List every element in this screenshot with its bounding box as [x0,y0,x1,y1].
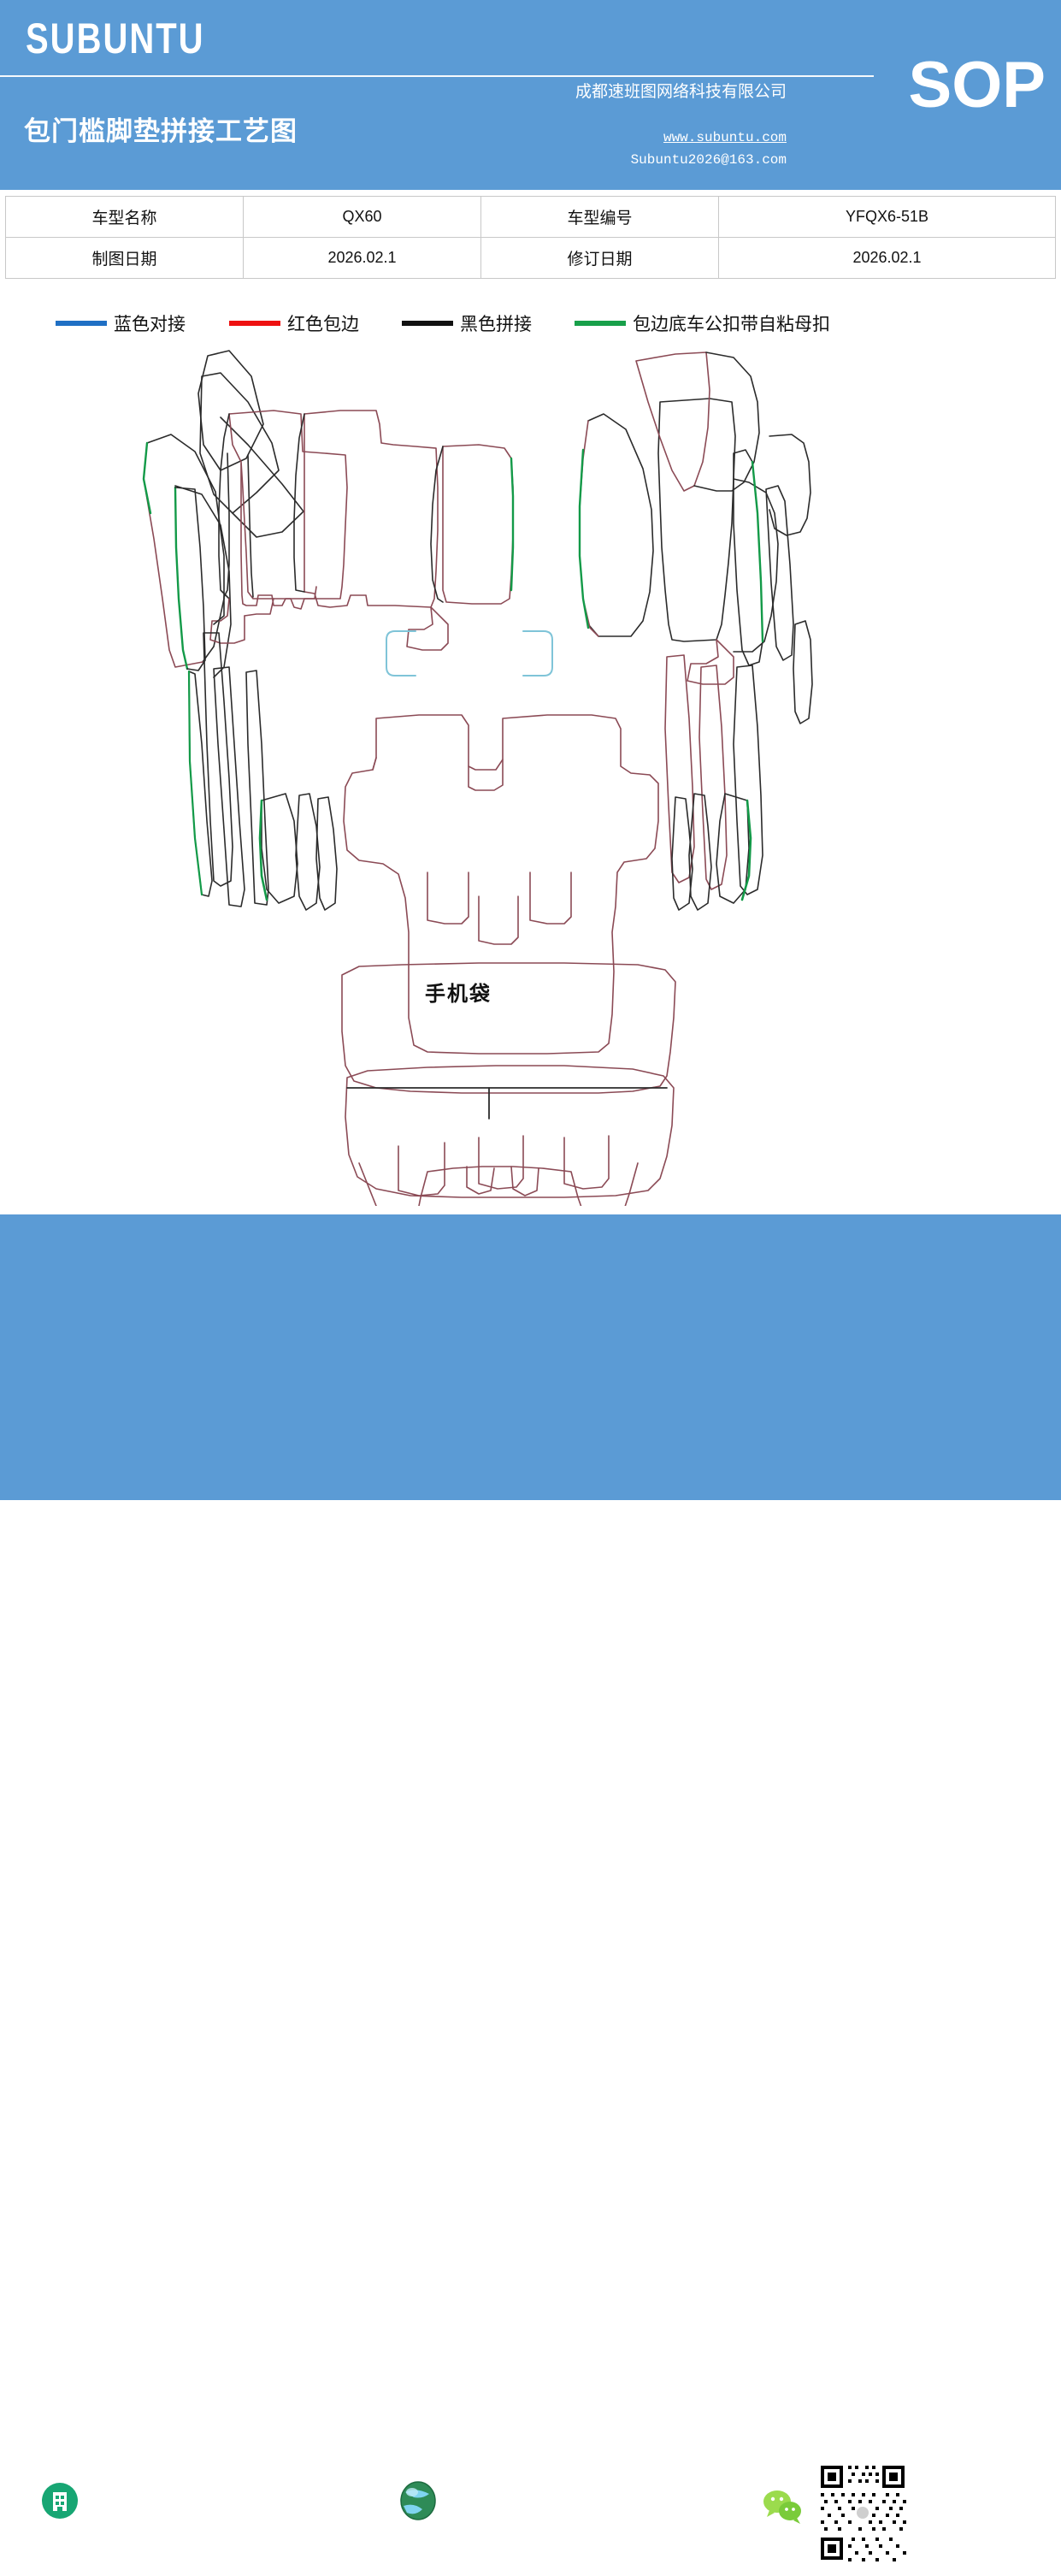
table-row: 制图日期 2026.02.1 修订日期 2026.02.1 [5,237,1056,279]
piece-left-narrow-strip [174,486,206,671]
piece-left-vertical-filler-2 [213,666,245,907]
seam-third-row-divider [346,1087,668,1120]
piece-left-vertical-filler-1 [187,670,213,897]
piece-right-front-floor-mat [657,398,736,685]
piece-right-sill-outer [733,449,764,666]
wechat-icon [763,2490,801,2524]
piece-upper-left-angled-a [197,350,264,471]
label-revision-date: 修订日期 [480,237,719,279]
page-footer: 成都速班图网络科技有限公司 www.subuntu.com [0,1214,1061,2576]
legend-item-blue: 蓝色对接 [56,306,186,340]
piece-phone-pocket-right-bracket [522,630,553,676]
page-header: SUBUNTU 包门槛脚垫拼接工艺图 成都速班图网络科技有限公司 www.sub… [0,0,1061,190]
legend-label-green: 包边底车公扣带自粘母扣 [633,314,830,334]
piece-right-narrow-hook-panel [769,434,811,536]
legend-swatch-green [575,321,626,326]
vehicle-info-table: 车型名称 QX60 车型编号 YFQX6-51B 制图日期 2026.02.1 … [5,196,1056,279]
piece-right-sill-inner [765,485,794,661]
piece-lower-right-angled-green [716,793,752,904]
piece-left-vertical-filler-3 [245,670,269,906]
footer-website-link[interactable]: www.subuntu.com [443,2497,590,2516]
legend-item-red: 红色包边 [229,306,359,340]
piece-left-mat-body [213,452,254,625]
table-row: 车型名称 QX60 车型编号 YFQX6-51B [5,196,1056,238]
label-model-code: 车型编号 [480,196,719,238]
piece-upper-left-angled-c [220,417,304,538]
piece-left-front-floor-mat [209,410,348,644]
piece-right-sill-far [793,620,813,724]
legend-item-green: 包边底车公扣带自粘母扣 [575,306,830,340]
value-revision-date: 2026.02.1 [718,237,1056,279]
header-website-link[interactable]: www.subuntu.com [663,130,787,145]
header-company-name: 成都速班图网络科技有限公司 [575,83,787,101]
legend-item-black: 黑色拼接 [402,306,532,340]
qr-code [812,2452,913,2576]
legend-swatch-black [402,321,453,326]
piece-phone-pocket-left-bracket [386,630,416,676]
piece-lower-left-angled-3 [315,796,338,911]
piece-left-center-panel [240,463,317,610]
piece-third-row-mat [341,962,676,1094]
piece-lower-left-angled-green [258,793,298,904]
piece-upper-left-angled-b [199,372,280,514]
legend-label-blue: 蓝色对接 [114,314,186,334]
brand-logo: SUBUNTU [26,15,205,62]
legend-swatch-red [229,321,280,326]
legend-label-black: 黑色拼接 [460,314,532,334]
mat-pattern-drawing: 手机袋 [0,342,1061,1244]
piece-right-mid-panel [733,478,779,653]
piece-left-outer-side-panel [430,444,515,605]
piece-right-lower-sill-2 [698,665,728,890]
value-model-name: QX60 [243,196,481,238]
piece-lower-left-angled-2 [295,793,321,911]
piece-cargo-tail [358,1162,639,1244]
footer-company-name: 成都速班图网络科技有限公司 [77,2499,333,2520]
piece-cargo-mat [345,1065,675,1198]
header-email: Subuntu2026@163.com [630,152,787,168]
piece-right-top-wedge [635,352,760,492]
header-divider [0,75,874,77]
value-draw-date: 2026.02.1 [243,237,481,279]
legend-swatch-blue [56,321,107,326]
label-draw-date: 制图日期 [5,237,244,279]
pattern-svg [142,350,813,1244]
value-model-code: YFQX6-51B [718,196,1056,238]
piece-left-inner-mat [293,410,449,651]
label-model-name: 车型名称 [5,196,244,238]
globe-icon [400,2481,436,2520]
piece-right-center-strip [664,654,695,883]
phone-pocket-label: 手机袋 [425,984,492,1006]
piece-left-lower-sill [203,632,233,887]
piece-lower-right-angled-3 [671,796,693,911]
piece-right-curved-panel [578,413,654,637]
legend: 蓝色对接 红色包边 黑色拼接 包边底车公扣带自粘母扣 [0,306,1061,340]
page-title: 包门槛脚垫拼接工艺图 [24,116,298,146]
document-type-badge: SOP [908,49,1046,121]
legend-label-red: 红色包边 [287,314,359,334]
piece-right-lower-sill [733,665,763,895]
building-icon [42,2483,78,2519]
piece-second-row-mat [343,714,659,1055]
piece-lower-right-angled-2 [688,793,712,911]
